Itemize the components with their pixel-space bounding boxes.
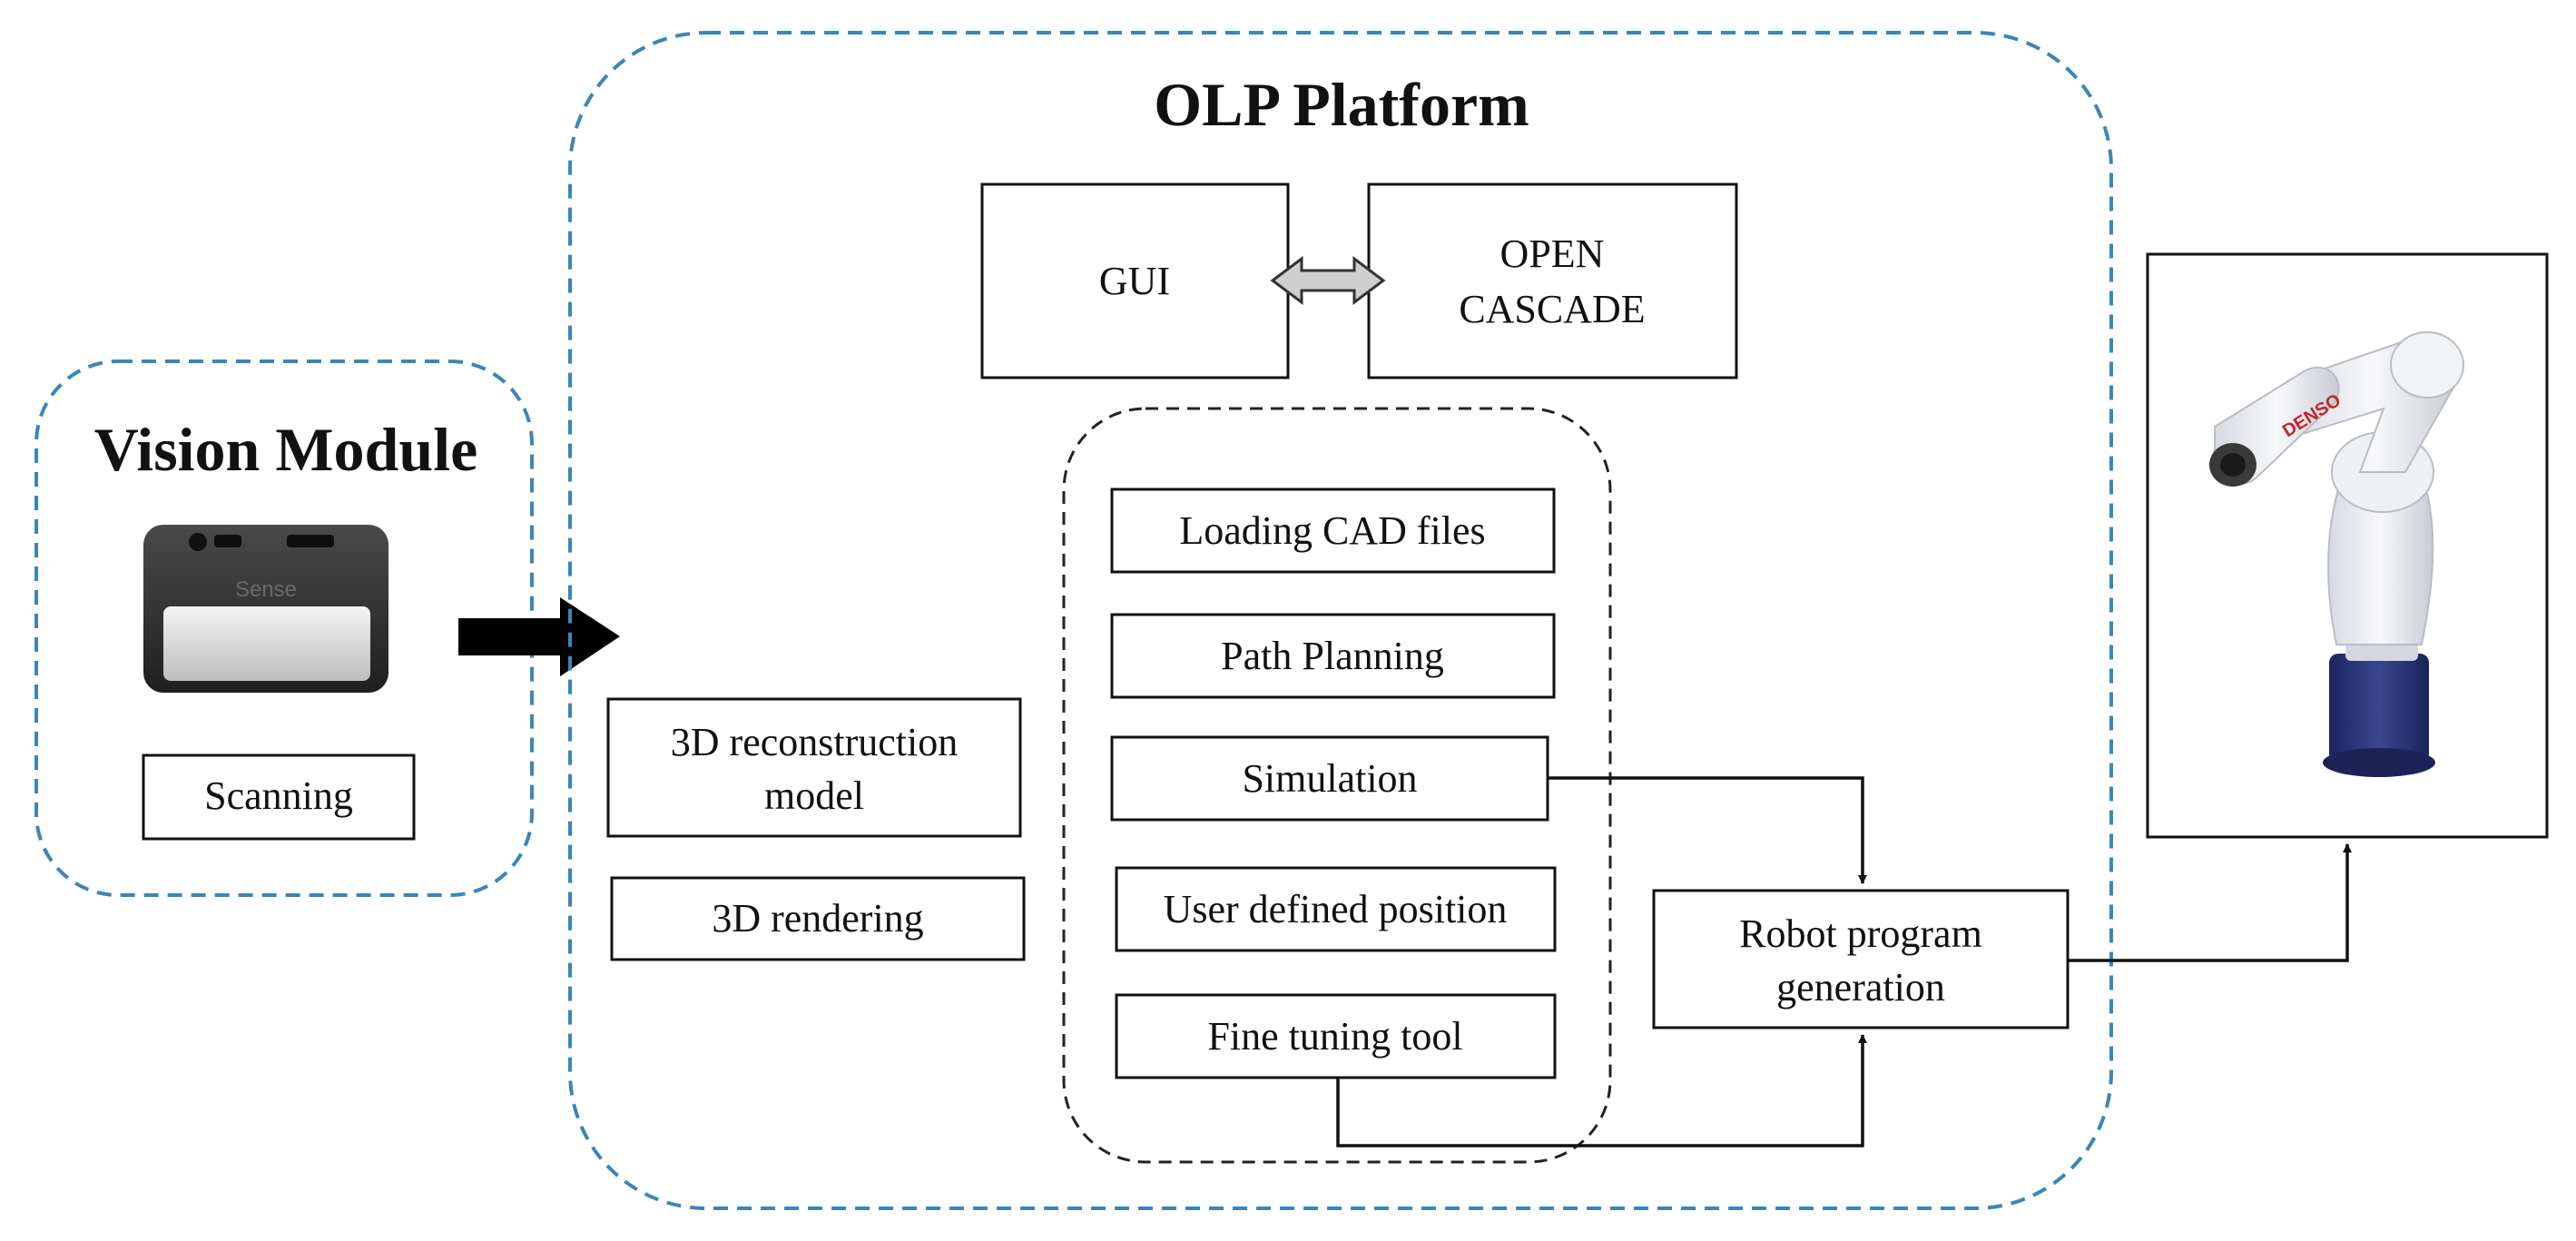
3d-reconstruction-label-line1: 3D reconstruction [671, 720, 958, 764]
fine-tuning-tool-label: Fine tuning tool [1207, 1014, 1462, 1059]
user-defined-position-label: User defined position [1164, 887, 1508, 931]
user-defined-position-box [1115, 866, 1557, 952]
3d-reconstruction-box [606, 697, 1022, 838]
simulation-box [1110, 735, 1549, 822]
scanner-brand-text: Sense [235, 577, 297, 602]
robot-arm-image-panel: DENSO [2146, 252, 2549, 839]
3d-reconstruction-label-line2: model [764, 773, 864, 818]
gui-box [980, 182, 1290, 379]
robot-program-to-robot-connector [2068, 843, 2352, 962]
loading-cad-files-label: Loading CAD files [1179, 508, 1485, 553]
simulation-to-robot-program-connector [1548, 776, 1867, 884]
robot-program-label-line1: Robot program [1739, 911, 1982, 956]
3d-rendering-box [610, 876, 1026, 961]
loading-cad-files-box [1110, 488, 1556, 574]
olp-platform-group: OLP Platform GUI OPEN CASCADE 3D reconst… [568, 31, 2113, 1210]
olp-platform-title: OLP Platform [1154, 70, 1529, 139]
gui-opencascade-bidirectional-arrow [1270, 256, 1386, 305]
robot-program-generation-box [1652, 889, 2070, 1029]
robot-arm-image: DENSO [2209, 331, 2464, 777]
fine-tuning-to-robot-program-connector [1336, 1034, 1867, 1147]
scanning-box [142, 753, 416, 841]
3d-rendering-label: 3D rendering [712, 896, 923, 941]
vision-module-group: Vision Module Sense Scanning [34, 359, 534, 897]
path-planning-box [1110, 613, 1556, 699]
3d-scanner-image: Sense [143, 525, 388, 693]
fine-tuning-tool-box [1115, 993, 1557, 1079]
olp-platform-dashed-frame [568, 31, 2113, 1210]
vision-module-title: Vision Module [94, 415, 478, 484]
open-cascade-label-line1: OPEN [1500, 231, 1605, 276]
gui-label: GUI [1099, 259, 1170, 303]
open-cascade-label-line2: CASCADE [1459, 287, 1645, 331]
functions-dashed-group [1062, 407, 1612, 1164]
simulation-label: Simulation [1242, 756, 1417, 801]
vision-to-olp-arrow [458, 597, 620, 676]
scanning-label: Scanning [204, 773, 353, 818]
robot-program-label-line2: generation [1776, 965, 1945, 1010]
open-cascade-box [1367, 182, 1738, 379]
path-planning-label: Path Planning [1221, 634, 1444, 678]
